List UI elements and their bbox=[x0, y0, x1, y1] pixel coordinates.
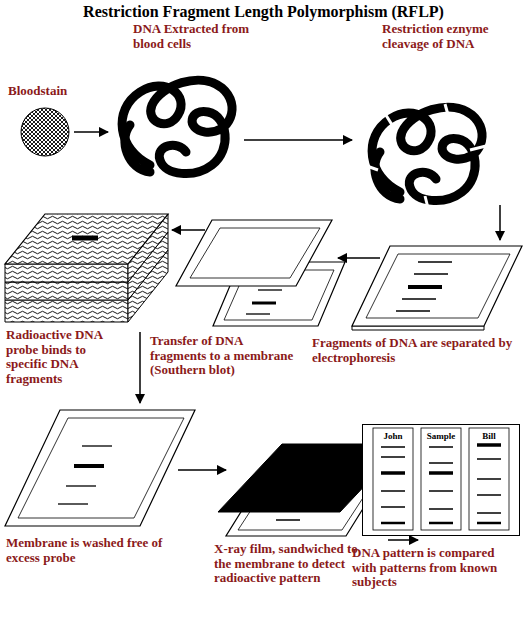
lane-heading: John bbox=[373, 431, 413, 441]
step-label: Fragments of DNA are separated by electr… bbox=[312, 336, 520, 365]
arrow bbox=[499, 205, 501, 240]
step-label: X-ray film, sandwiched to the membrane t… bbox=[214, 542, 364, 586]
bloodstain bbox=[21, 108, 69, 156]
arrow bbox=[172, 229, 205, 231]
arrow bbox=[388, 539, 418, 541]
arrow bbox=[139, 332, 141, 403]
lane-drawing bbox=[363, 425, 521, 537]
dna-strand bbox=[122, 80, 232, 173]
cut-marks bbox=[364, 104, 486, 208]
arrow bbox=[74, 131, 108, 133]
arrow bbox=[244, 139, 352, 141]
result-panel: John Sample Bill bbox=[362, 424, 520, 536]
arrow bbox=[338, 257, 380, 259]
step-label: Membrane is washed free of excess probe bbox=[6, 536, 196, 565]
title: Restriction Fragment Length Polymorphism… bbox=[0, 3, 527, 21]
step-label: Radioactive DNA probe binds to specific … bbox=[6, 328, 130, 386]
probe-stack bbox=[5, 214, 168, 322]
washed-membrane bbox=[5, 410, 195, 526]
arrow bbox=[178, 469, 226, 471]
step-label: Restriction eznyme cleavage of DNA bbox=[382, 22, 522, 51]
step-label: DNA Extracted from blood cells bbox=[133, 22, 268, 51]
southern-blot bbox=[176, 220, 345, 326]
dna-fragments bbox=[372, 107, 482, 200]
step-label: Bloodstain bbox=[8, 84, 98, 99]
lane-heading: Bill bbox=[469, 431, 509, 441]
step-label: Transfer of DNA fragments to a membrane … bbox=[150, 334, 300, 378]
lane-heading: Sample bbox=[421, 431, 461, 441]
step-label: DNA pattern is compared with patterns fr… bbox=[352, 546, 522, 590]
